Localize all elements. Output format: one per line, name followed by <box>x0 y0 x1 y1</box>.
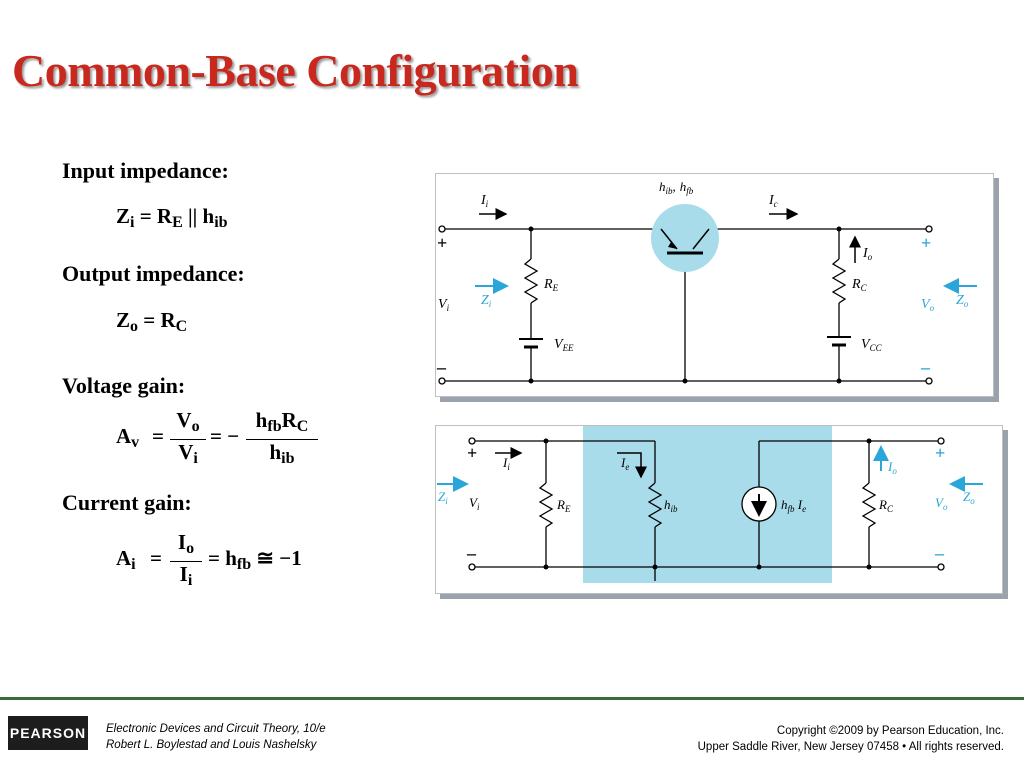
re-label: RE <box>543 277 559 293</box>
ic-label: Ic <box>768 193 778 209</box>
book-title: Electronic Devices and Circuit Theory, 1… <box>106 723 326 735</box>
vo-label: Vo <box>921 297 935 313</box>
eq-hib-label: hib <box>664 497 678 514</box>
circuit-schematic-bottom: + – + – Ii Ie hib hfb Ie Zi Vi RE Io RC … <box>437 426 983 583</box>
eq-vi-plus: + <box>467 443 477 463</box>
av-eq2: = − <box>210 424 240 448</box>
common-base-circuit-diagram: Ii hib,hfb Ic + – + – Vi Zi RE VEE Io RC… <box>435 173 994 397</box>
eq-vi-label: Vi <box>469 495 480 512</box>
zi-equation: Zi = RE || hib <box>116 204 228 231</box>
io-label: Io <box>862 246 873 262</box>
av-fraction-2: hfbRC hib <box>246 408 318 471</box>
ai-fraction: Io Ii <box>170 530 202 593</box>
vo-minus: – <box>920 357 931 377</box>
ai-rhs: = hfb ≅ −1 <box>208 546 302 573</box>
current-gain-label: Current gain: <box>62 490 192 515</box>
eq-io-label: Io <box>887 459 897 476</box>
eq-vo-label: Vo <box>935 495 948 512</box>
pearson-logo: PEARSON <box>8 716 88 750</box>
zi-label: Zi <box>481 293 492 309</box>
book-authors: Robert L. Boylestad and Louis Nashelsky <box>106 739 317 751</box>
voltage-gain-label: Voltage gain: <box>62 373 186 398</box>
eq-zo-label: Zo <box>963 489 975 506</box>
vo-plus: + <box>921 233 931 253</box>
vi-plus: + <box>437 233 447 253</box>
hybrid-equivalent-circuit-diagram: + – + – Ii Ie hib hfb Ie Zi Vi RE Io RC … <box>435 425 1003 594</box>
av-fraction-1: Vo Vi <box>170 408 206 471</box>
hib-hfb-label: hib,hfb <box>659 179 694 196</box>
footer-divider <box>0 697 1024 700</box>
eq-re-label: RE <box>556 497 571 514</box>
av-eq1: = <box>152 424 164 448</box>
slide-title: Common-Base Configuration <box>12 45 579 96</box>
input-impedance-label: Input impedance: <box>62 158 229 183</box>
ii-label: Ii <box>480 193 489 209</box>
vi-label: Vi <box>438 297 450 313</box>
copyright-line: Copyright ©2009 by Pearson Education, In… <box>776 725 1004 737</box>
av-lhs: Av <box>116 424 140 451</box>
eq-rc-label: RC <box>878 497 894 514</box>
vee-label: VEE <box>554 337 574 353</box>
zo-equation: Zo = RC <box>116 308 188 335</box>
ai-eq1: = <box>150 546 162 570</box>
vcc-label: VCC <box>861 337 883 353</box>
eq-vo-minus: – <box>934 543 945 563</box>
circuit-schematic-top: Ii hib,hfb Ic + – + – Vi Zi RE VEE Io RC… <box>436 179 977 385</box>
rc-label: RC <box>851 277 868 293</box>
vi-minus: – <box>436 357 447 377</box>
eq-vi-minus: – <box>466 543 477 563</box>
eq-ii-label: Ii <box>502 455 510 472</box>
eq-vo-plus: + <box>935 443 945 463</box>
eq-hfb-ie-label: hfb Ie <box>781 497 806 514</box>
eq-zi-label: Zi <box>438 489 448 506</box>
publisher-address: Upper Saddle River, New Jersey 07458 • A… <box>697 741 1004 753</box>
eq-ie-label: Ie <box>620 455 629 472</box>
ai-lhs: Ai <box>116 546 136 573</box>
output-impedance-label: Output impedance: <box>62 261 245 286</box>
zo-label: Zo <box>956 293 969 309</box>
